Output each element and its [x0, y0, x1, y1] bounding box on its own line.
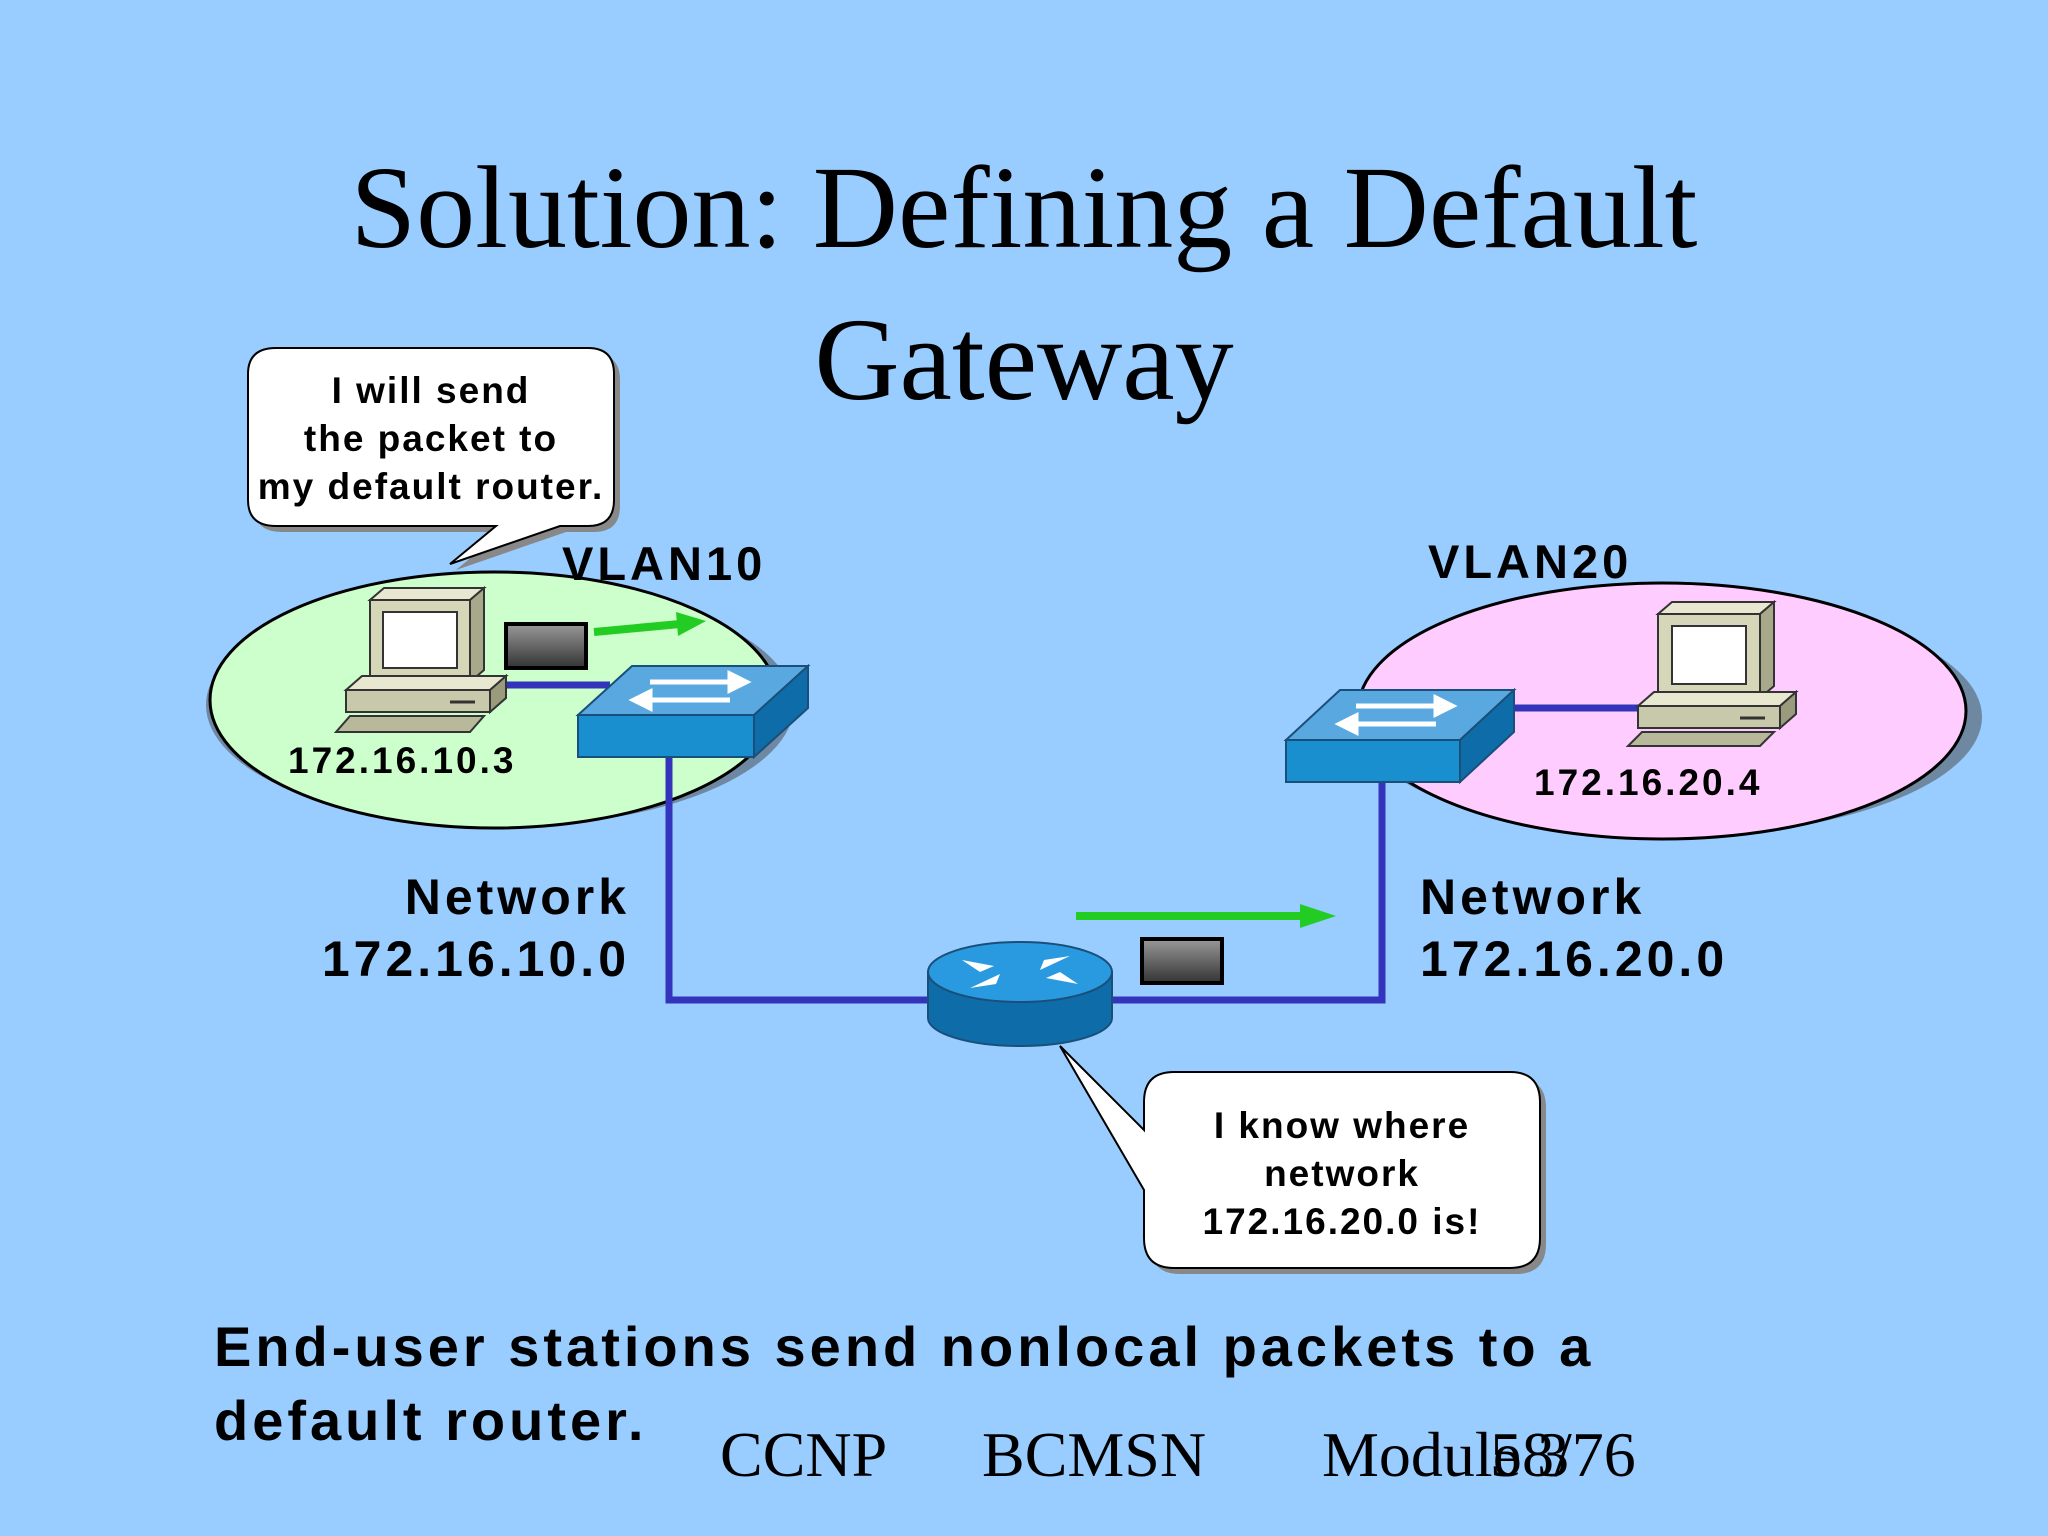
slide-title: Solution: Defining a Default Gateway: [0, 132, 2048, 436]
router-callout-line-2: network: [1264, 1153, 1420, 1194]
arrow-icon: [1076, 904, 1336, 928]
right-network-word: Network: [1420, 869, 1646, 925]
pc-icon: [1625, 599, 1799, 747]
title-line-1: Solution: Defining a Default: [350, 142, 1698, 273]
packet-icon: [1140, 937, 1224, 985]
router-icon: [927, 941, 1113, 1047]
router-callout-bubble: [1059, 1045, 1546, 1274]
router-callout-line-1: I know where: [1213, 1105, 1471, 1146]
switch-icon: [1283, 687, 1517, 785]
footer-page-number: 58/76: [1490, 1419, 1636, 1490]
footer-subject: BCMSN: [982, 1419, 1207, 1490]
caption-line-2: default router.: [214, 1389, 648, 1452]
network-links: [505, 681, 1640, 1004]
host-callout-line-1: I will send: [331, 370, 531, 411]
host-callout-line-2: the packet to: [303, 418, 559, 459]
router-callout-line-3: 172.16.20.0 is!: [1202, 1201, 1482, 1242]
footer-course: CCNP: [720, 1419, 888, 1490]
host-callout: I will send the packet to my default rou…: [248, 367, 614, 511]
router-callout: I know where network 172.16.20.0 is!: [1144, 1102, 1540, 1246]
title-line-2: Gateway: [814, 294, 1234, 425]
right-network-address: 172.16.20.0: [1420, 931, 1729, 987]
host-callout-bubble: [247, 347, 620, 570]
vlan20-label: VLAN20: [1428, 535, 1633, 588]
host-callout-line-3: my default router.: [257, 466, 605, 507]
left-host-ip: 172.16.10.3: [288, 740, 517, 781]
vlan10-label: VLAN10: [562, 537, 767, 590]
footer-module: Module 3: [1322, 1419, 1570, 1490]
left-network-word: Network: [404, 869, 630, 925]
left-network-label: Network 172.16.10.0: [316, 866, 630, 990]
switch-icon: [575, 663, 811, 760]
right-network-label: Network 172.16.20.0: [1420, 866, 1728, 990]
arrow-icon: [593, 612, 706, 636]
left-network-address: 172.16.10.0: [321, 931, 630, 987]
packet-icon: [504, 622, 588, 670]
caption-line-1: End-user stations send nonlocal packets …: [214, 1315, 1595, 1378]
right-host-ip: 172.16.20.4: [1534, 762, 1763, 803]
pc-icon: [333, 585, 509, 733]
slide-caption: End-user stations send nonlocal packets …: [214, 1310, 1594, 1458]
